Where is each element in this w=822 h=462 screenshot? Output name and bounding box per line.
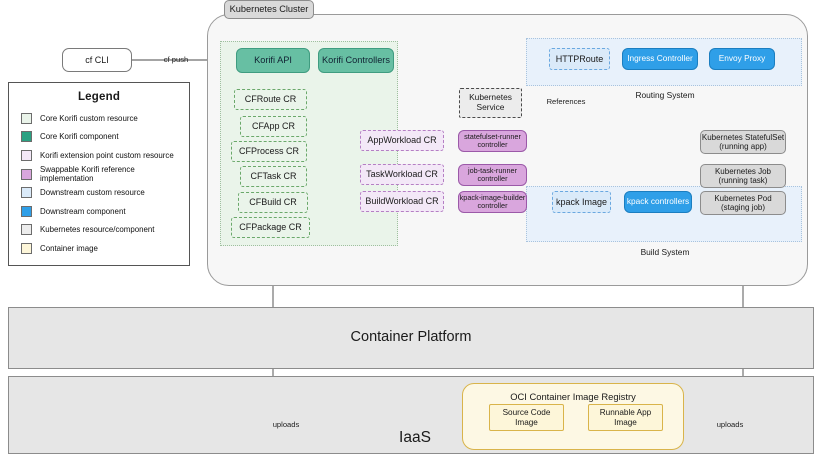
taskworkload-cr-node[interactable]: TaskWorkload CR [360,164,444,185]
legend-item: Downstream custom resource [9,183,189,202]
appworkload-cr-node[interactable]: AppWorkload CR [360,130,444,151]
kubernetes-job-line2: (running task) [718,176,768,185]
uploads-left-label: uploads [272,420,300,430]
legend-label: Downstream component [40,206,126,216]
legend-item: Core Korifi component [9,128,189,147]
kubernetes-cluster-label: Kubernetes Cluster [224,0,314,19]
kubernetes-pod-line1: Kubernetes Pod [714,193,772,203]
legend-swatch-core-korifi-custom-resource [21,112,32,124]
job-task-runner-controller-node[interactable]: job-task-runner controller [458,164,527,186]
legend-item: Kubernetes resource/component [9,221,189,240]
kubernetes-service-node[interactable]: Kubernetes Service [459,88,522,118]
runnable-app-image-line2: Image [614,417,637,427]
legend-item: Downstream component [9,202,189,221]
legend-item: Swappable Korifi reference implementatio… [9,165,189,184]
legend-label: Container image [40,243,98,253]
kpack-controllers-node[interactable]: kpack controllers [624,191,692,213]
runnable-app-image-node[interactable]: Runnable App Image [588,404,663,431]
legend-label: Swappable Korifi reference implementatio… [40,165,135,184]
statefulset-runner-controller-node[interactable]: statefulset-runner controller [458,130,527,152]
legend-item: Korifi extension point custom resource [9,146,189,165]
korifi-api-node[interactable]: Korifi API [236,48,310,73]
kubernetes-job-node[interactable]: Kubernetes Job (running task) [700,164,786,188]
cf-cli-node[interactable]: cf CLI [62,48,132,72]
kpack-image-builder-line2: controller [477,201,508,210]
kpack-image-node[interactable]: kpack Image [552,191,611,213]
legend-swatch-korifi-extension-point-custom-resource [21,149,32,161]
cfroute-cr-node[interactable]: CFRoute CR [234,89,307,110]
source-code-image-line2: Image [515,417,538,427]
kubernetes-statefulset-line2: (running app) [719,142,767,151]
httproute-node[interactable]: HTTPRoute [549,48,610,70]
legend-swatch-swappable-korifi-reference-implementation [21,168,32,180]
oci-registry-title: OCI Container Image Registry [510,390,636,402]
legend-swatch-core-korifi-component [21,131,32,143]
legend-swatch-container-image [21,242,32,254]
build-system-label: Build System [640,247,690,258]
kubernetes-service-line1: Kubernetes [469,92,512,103]
runnable-app-image-line1: Runnable App [599,408,652,418]
kubernetes-pod-node[interactable]: Kubernetes Pod (staging job) [700,191,786,215]
buildworkload-cr-node[interactable]: BuildWorkload CR [360,191,444,212]
references-edge-label: References [538,97,594,108]
legend-swatch-downstream-custom-resource [21,187,32,199]
statefulset-runner-line2: controller [477,140,508,149]
kpack-image-builder-line1: kpack-image-builder [459,192,526,202]
legend-item: Core Korifi custom resource [9,109,189,128]
source-code-image-node[interactable]: Source Code Image [489,404,564,431]
legend-label: Core Korifi custom resource [40,113,138,123]
legend-panel: Legend Core Korifi custom resource Core … [8,82,190,266]
legend-item: Container image [9,239,189,258]
legend-title: Legend [77,91,121,103]
routing-system-label: Routing System [635,90,695,101]
legend-label: Downstream custom resource [40,188,145,198]
kubernetes-statefulset-line1: Kubernetes StatefulSet [701,132,785,142]
legend-label: Korifi extension point custom resource [40,150,174,160]
envoy-proxy-node[interactable]: Envoy Proxy [709,48,775,70]
container-platform-layer [8,307,814,369]
kpack-image-builder-controller-node[interactable]: kpack-image-builder controller [458,191,527,213]
cftask-cr-node[interactable]: CFTask CR [240,166,307,187]
cfbuild-cr-node[interactable]: CFBuild CR [238,192,308,213]
cfpackage-cr-node[interactable]: CFPackage CR [231,217,310,238]
source-code-image-line1: Source Code [502,408,551,418]
kubernetes-pod-line2: (staging job) [720,203,766,212]
legend-swatch-downstream-component [21,205,32,217]
kubernetes-statefulset-node[interactable]: Kubernetes StatefulSet (running app) [700,130,786,154]
uploads-right-label: uploads [716,420,744,430]
ingress-controller-node[interactable]: Ingress Controller [622,48,698,70]
job-task-runner-line1: job-task-runner [467,165,518,175]
cf-push-edge-label: cf push [163,54,189,64]
korifi-controllers-node[interactable]: Korifi Controllers [318,48,394,73]
kubernetes-service-line2: Service [476,102,505,112]
job-task-runner-line2: controller [477,174,508,183]
statefulset-runner-line1: statefulset-runner [464,131,521,141]
legend-swatch-kubernetes-resource-component [21,224,32,236]
cfapp-cr-node[interactable]: CFApp CR [240,116,307,137]
container-platform-label: Container Platform [350,328,472,345]
kubernetes-job-line1: Kubernetes Job [714,166,772,176]
iaas-label: IaaS [399,429,431,447]
legend-label: Core Korifi component [40,132,119,142]
cfprocess-cr-node[interactable]: CFProcess CR [231,141,307,162]
legend-label: Kubernetes resource/component [40,225,155,235]
